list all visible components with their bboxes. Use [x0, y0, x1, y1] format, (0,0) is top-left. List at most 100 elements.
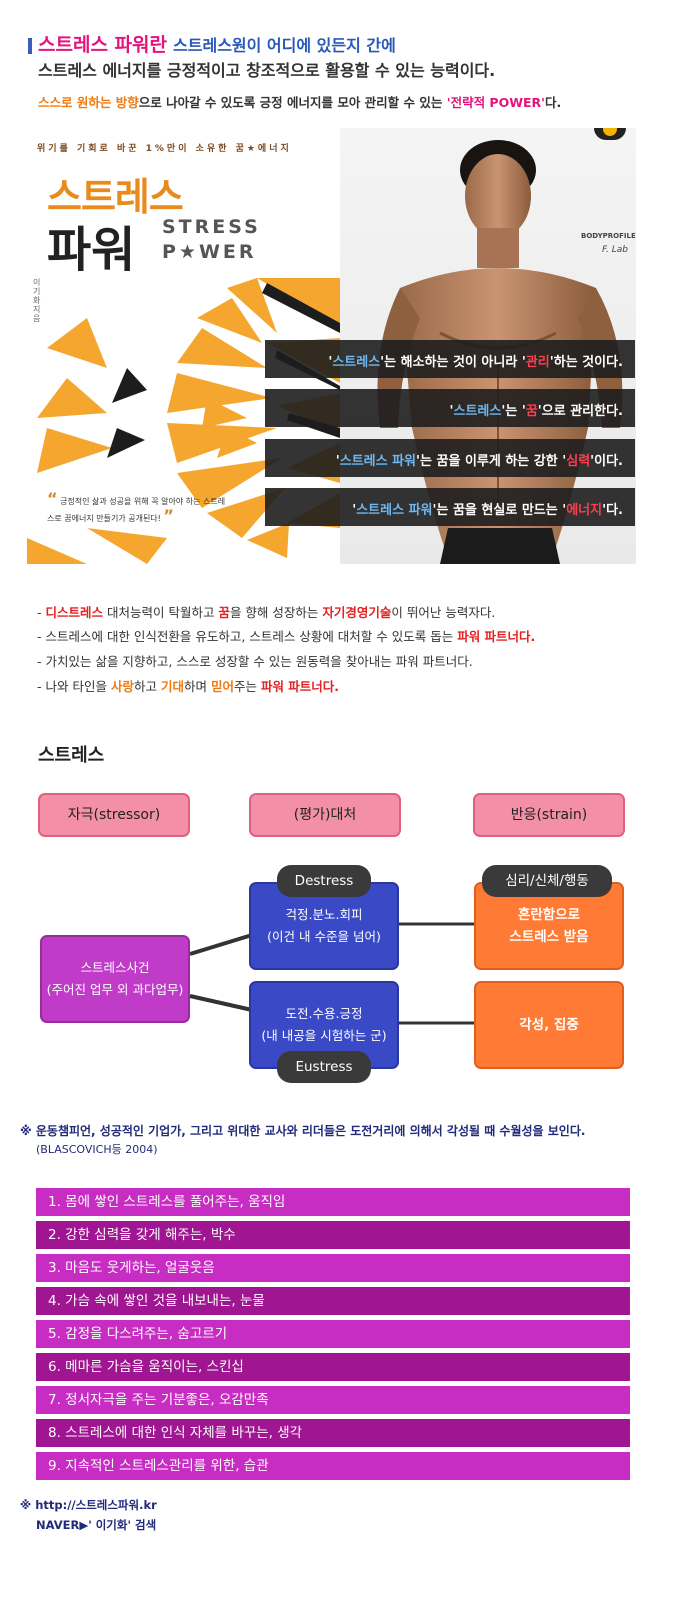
title-highlight: 스트레스 파워란	[38, 34, 167, 56]
bullet-dash: -	[37, 679, 46, 694]
quote-highlight-blue: 스트레스	[332, 355, 381, 370]
quote-text: '는 꿈을 이루게 하는 강한 '	[416, 454, 567, 469]
response-negative-line2: 스트레스 받음	[509, 929, 589, 945]
photo-signature: F. Lab	[602, 245, 628, 255]
list-item: 6. 메마른 가슴을 움직이는, 스킨십	[36, 1353, 630, 1381]
event-line2: (주어진 업무 외 과다업무)	[46, 982, 184, 997]
bullet-item-4: - 나와 타인을 사랑하고 기대하며 믿어주는 파워 파트너다.	[37, 676, 339, 695]
diagram-response-positive-box: 각성, 집중	[474, 981, 624, 1069]
bullet-item-2: - 스트레스에 대한 인식전환을 유도하고, 스트레스 상황에 대처할 수 있도…	[37, 626, 535, 645]
bullet-dash: -	[37, 654, 46, 669]
quote-text: '는 꿈을 현실로 만드는 '	[432, 503, 567, 518]
quote-highlight-blue: 스트레스 파워	[339, 454, 417, 469]
title-marker-bar	[28, 38, 32, 54]
list-item: 9. 지속적인 스트레스관리를 위한, 습관	[36, 1452, 630, 1480]
bullet-highlight: 기대	[160, 679, 184, 694]
bullet-highlight: 파워 파트너다.	[457, 629, 536, 644]
bullet-item-1: - 디스트레스 대처능력이 탁월하고 꿈을 향해 성장하는 자기경영기술이 뛰어…	[37, 602, 495, 621]
page-subtitle: 스트레스 에너지를 긍정적이고 창조적으로 활용할 수 있는 능력이다.	[38, 61, 496, 80]
bullet-text: 대처능력이 탁월하고	[103, 605, 219, 620]
bullet-dash: -	[37, 629, 46, 644]
positive-line1: 도전.수용.긍정	[285, 1006, 363, 1021]
list-item: 4. 가슴 속에 쌓인 것을 내보내는, 눈물	[36, 1287, 630, 1315]
tagline-end: 다.	[545, 95, 562, 110]
quote-text: '하는 것이다.	[549, 355, 623, 370]
bullet-text: 스트레스에 대한 인식전환을 유도하고, 스트레스 상황에 대처할 수 있도록 …	[45, 629, 458, 644]
book-quote: “ 긍정적인 삶과 성공을 위해 꼭 알아야 하는 스트레스로 꿈에너지 만들기…	[47, 489, 227, 526]
bullet-text: 을 향해 성장하는	[229, 605, 323, 620]
diagram-connectors	[189, 922, 476, 1025]
bullet-highlight: 파워 파트너다.	[260, 679, 340, 694]
bullet-highlight: 자기경영기술	[322, 605, 392, 620]
quote-close-icon: ”	[163, 506, 174, 525]
diagram-head-response: 반응(strain)	[473, 793, 625, 837]
note-text: 운동챔피언, 성공적인 기업가, 그리고 위대한 교사와 리더들은 도전거리에 …	[35, 1124, 586, 1138]
photo-side-text: BODYPROFILE, STI	[581, 232, 636, 240]
response-positive-text: 각성, 집중	[519, 1017, 579, 1033]
bullet-highlight: 사랑	[110, 679, 134, 694]
bullet-text: 나와 타인을	[45, 679, 111, 694]
quote-highlight-red: 꿈	[525, 404, 538, 419]
bullet-highlight: 꿈	[218, 605, 230, 620]
bullet-text: 이 뛰어난 능력자다.	[391, 605, 496, 620]
quote-box-1: '스트레스'는 해소하는 것이 아니라 '관리'하는 것이다.	[265, 340, 635, 378]
tag-eustress: Eustress	[277, 1051, 371, 1083]
quote-text: '다.	[602, 503, 623, 518]
tagline-middle: 으로 나아갈 수 있도록 긍정 에너지를 모아 관리할 수 있는	[138, 95, 447, 110]
list-item: 3. 마음도 웃게하는, 얼굴웃음	[36, 1254, 630, 1282]
quote-text: '	[335, 454, 340, 469]
book-english-title2: P★WER	[162, 241, 257, 263]
negative-line2: (이건 내 수준을 넘어)	[267, 929, 381, 944]
bullet-highlight: 믿어	[210, 679, 234, 694]
quote-highlight-red: 에너지	[566, 503, 603, 518]
diagram-event-box: 스트레스사건 (주어진 업무 외 과다업무)	[40, 935, 190, 1023]
tagline: 스스로 원하는 방향으로 나아갈 수 있도록 긍정 에너지를 모아 관리할 수 …	[38, 92, 561, 111]
list-item: 7. 정서자극을 주는 기분좋은, 오감만족	[36, 1386, 630, 1414]
tag-destress: Destress	[277, 865, 371, 897]
note-reference: (BLASCOVICH등 2004)	[36, 1143, 158, 1156]
list-item: 8. 스트레스에 대한 인식 자체를 바꾸는, 생각	[36, 1419, 630, 1447]
bullet-text: 가치있는 삶을 지향하고, 스스로 성장할 수 있는 원동력을 찾아내는 파워 …	[45, 654, 473, 669]
event-line1: 스트레스사건	[80, 960, 150, 975]
quote-text: '는 '	[501, 404, 526, 419]
bullet-item-3: - 가치있는 삶을 지향하고, 스스로 성장할 수 있는 원동력을 찾아내는 파…	[37, 651, 473, 670]
quote-text: '는 해소하는 것이 아니라 '	[380, 355, 526, 370]
bullet-text: 하고	[133, 679, 161, 694]
list-item: 2. 강한 심력을 갖게 해주는, 박수	[36, 1221, 630, 1249]
tagline-orange: 스스로 원하는 방향	[38, 95, 139, 110]
footer-naver-search[interactable]: NAVER▶' 이기화' 검색	[36, 1518, 157, 1532]
bullet-text: 주는	[233, 679, 261, 694]
footer-url-line: ※ http://스트레스파워.kr	[20, 1497, 157, 1513]
bullet-highlight: 디스트레스	[45, 605, 103, 620]
note-mark: ※	[20, 1124, 32, 1138]
quote-highlight-red: 관리	[525, 355, 550, 370]
quote-highlight-blue: 스트레스 파워	[356, 503, 433, 518]
list-item: 1. 몸에 쌓인 스트레스를 풀어주는, 움직임	[36, 1188, 630, 1216]
diagram-head-stimulus: 자극(stressor)	[38, 793, 190, 837]
book-title-line2: 파워	[47, 222, 136, 278]
positive-line2: (내 내공을 시험하는 군)	[261, 1028, 387, 1043]
diagram-section-title: 스트레스	[38, 745, 105, 766]
photo-badge-inner-icon	[603, 128, 617, 136]
footer-mark: ※	[20, 1498, 32, 1512]
quote-box-4: '스트레스 파워'는 꿈을 현실로 만드는 '에너지'다.	[265, 488, 635, 526]
quote-text: '이다.	[590, 454, 623, 469]
book-kicker-text: 위기를 기회로 바꾼 1%만이 소유한 꿈★에너지	[37, 144, 292, 154]
book-english-title1: STRESS	[162, 216, 261, 238]
research-note: ※ 운동챔피언, 성공적인 기업가, 그리고 위대한 교사와 리더들은 도전거리…	[20, 1122, 660, 1140]
quote-text: '	[328, 355, 333, 370]
page-title: 스트레스 파워란 스트레스원이 어디에 있든지 간에	[38, 30, 396, 57]
footer-url-link[interactable]: http://스트레스파워.kr	[35, 1498, 157, 1512]
quote-text: '	[352, 503, 357, 518]
quote-text: '	[449, 404, 454, 419]
quote-box-3: '스트레스 파워'는 꿈을 이루게 하는 강한 '심력'이다.	[265, 439, 635, 477]
quote-open-icon: “	[47, 489, 58, 508]
book-title-line1: 스트레스	[47, 175, 184, 219]
tag-mind-body-behavior: 심리/신체/행동	[482, 865, 612, 897]
response-negative-line1: 혼란함으로	[517, 907, 581, 923]
list-item: 5. 감정을 다스려주는, 숨고르기	[36, 1320, 630, 1348]
quote-text: '으로 관리한다.	[537, 404, 623, 419]
book-quote-text: 긍정적인 삶과 성공을 위해 꼭 알아야 하는 스트레스로 꿈에너지 만들기가 …	[47, 497, 226, 523]
diagram-head-coping: (평가)대처	[249, 793, 401, 837]
bullet-text: 하며	[183, 679, 211, 694]
